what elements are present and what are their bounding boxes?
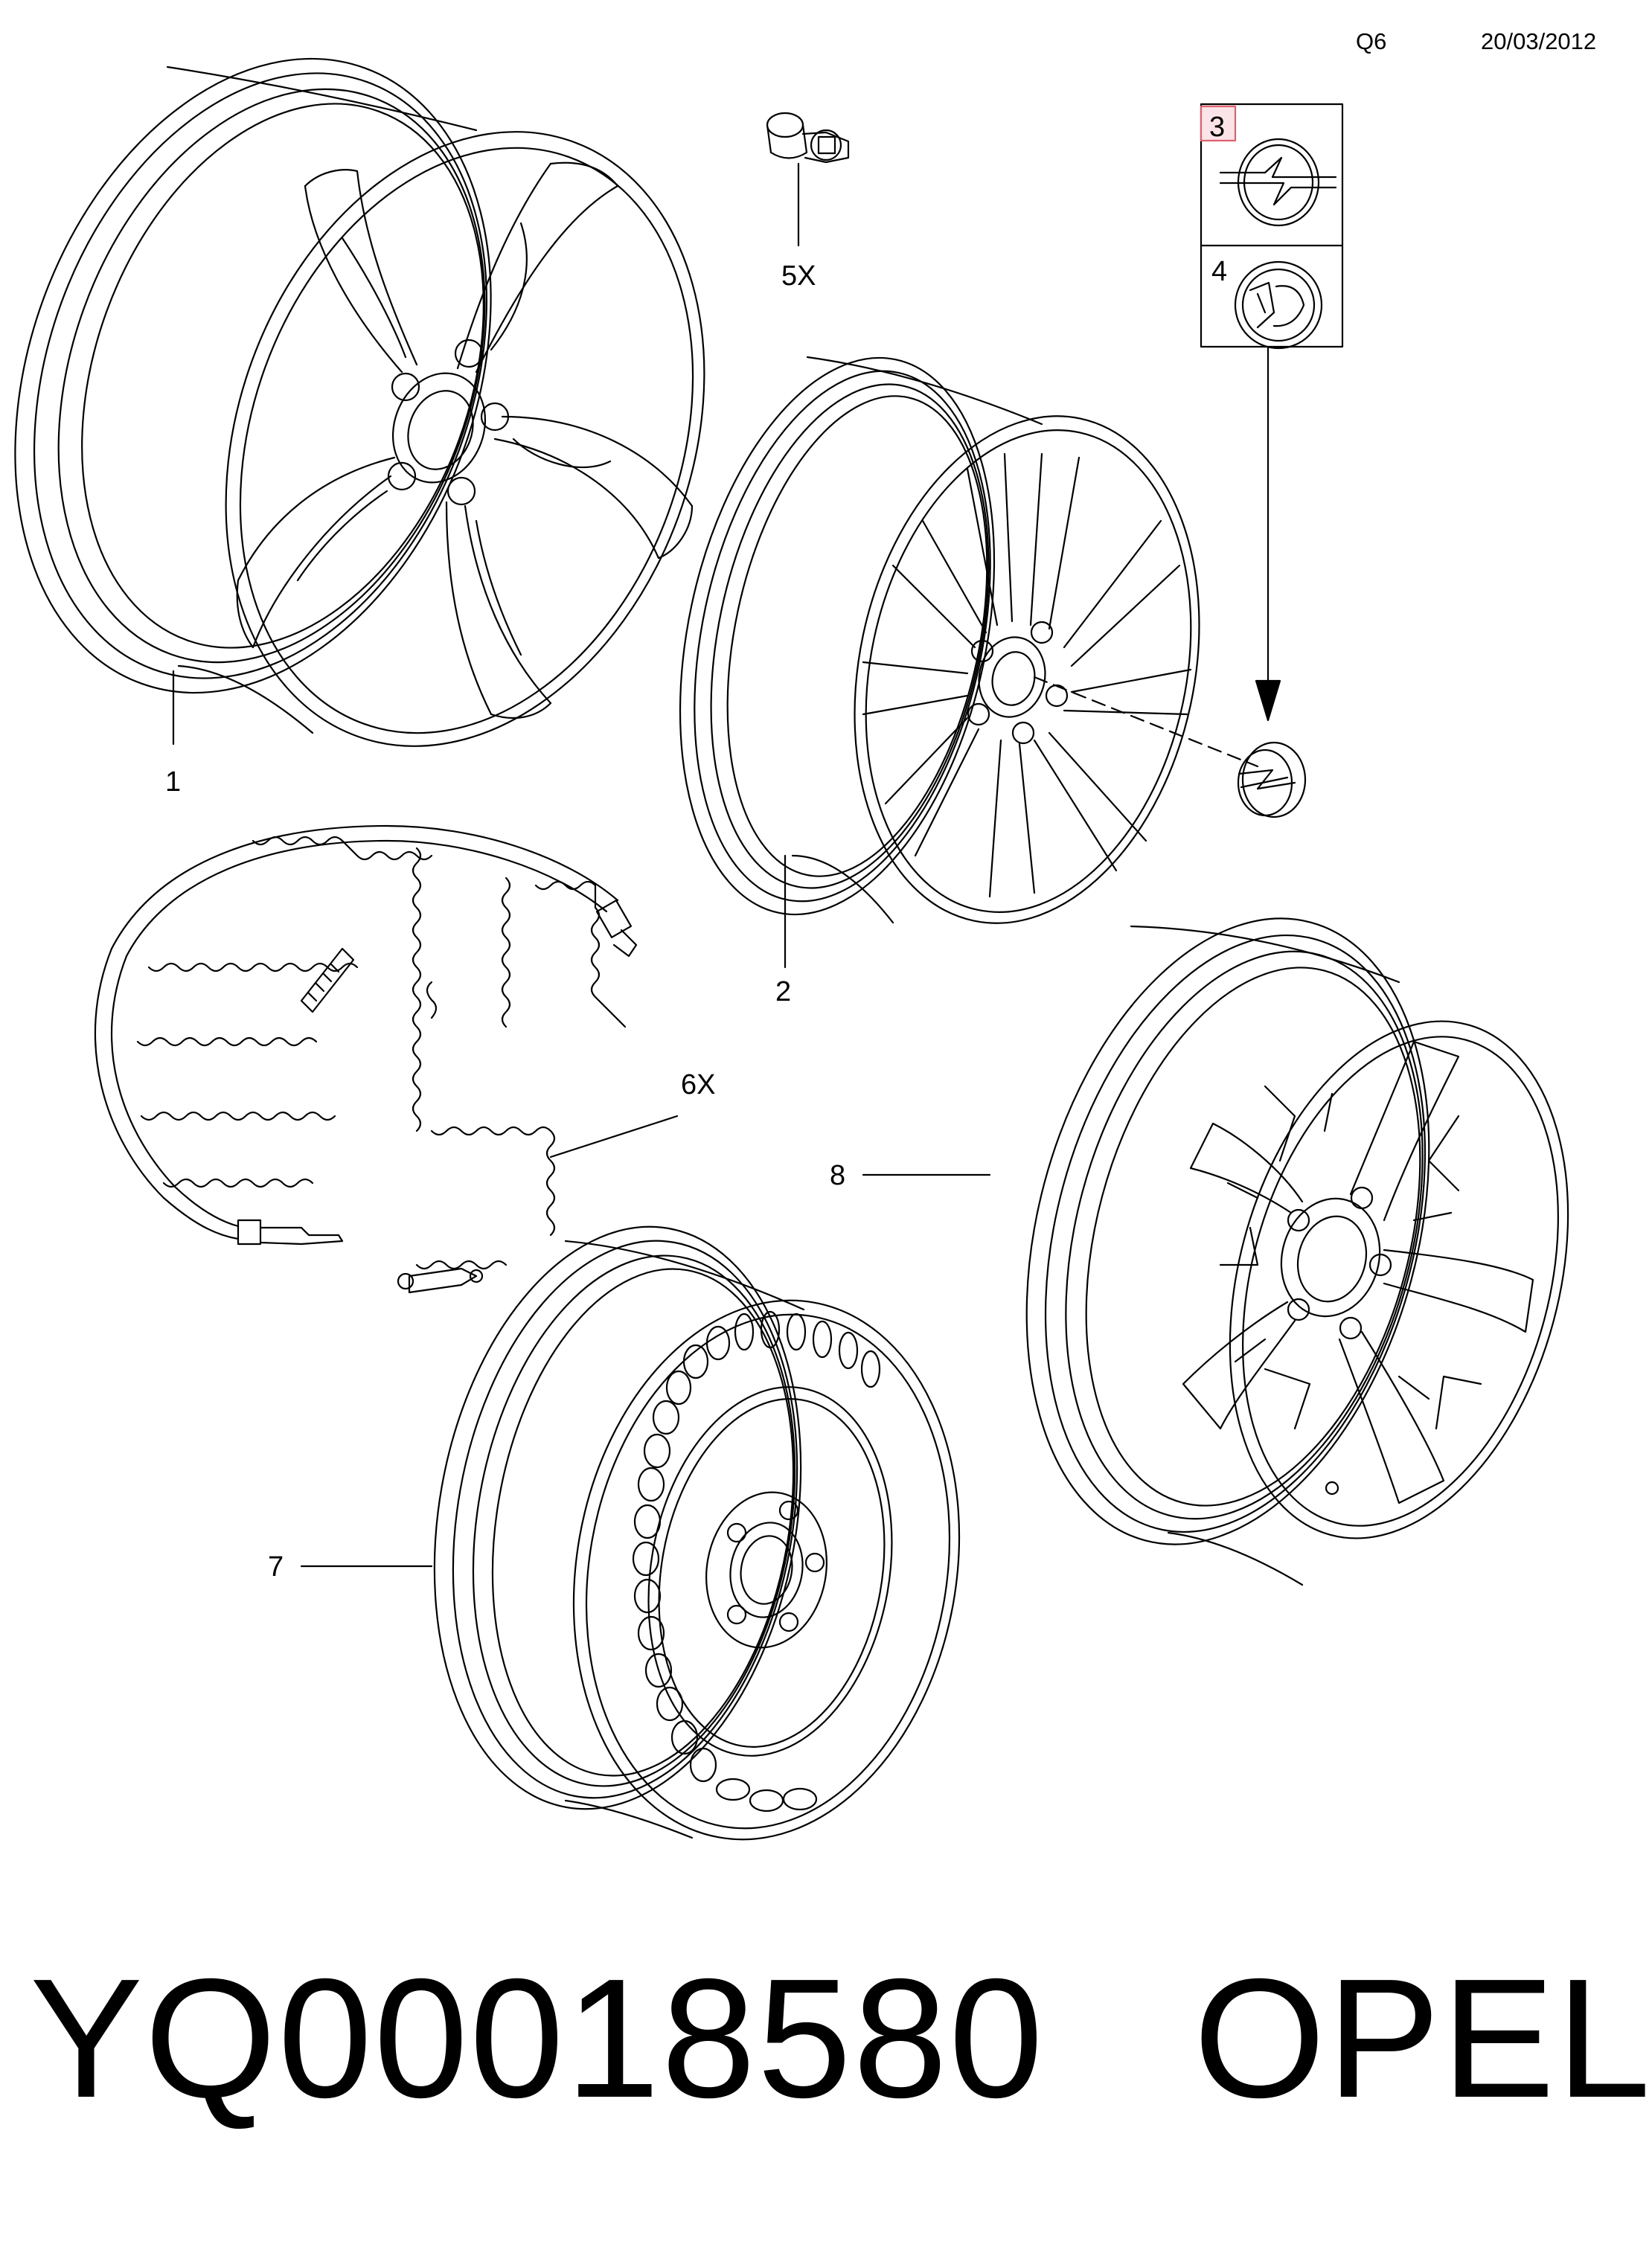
part-8-alloy-wheel[interactable] (863, 874, 1622, 1590)
diagram-code: Q6 (1356, 28, 1387, 54)
part-4-hub-cap[interactable] (1235, 262, 1322, 720)
callout-1: 1 (165, 766, 181, 798)
callout-2: 2 (775, 976, 791, 1007)
callout-4: 4 (1211, 256, 1227, 287)
callout-6: 6X (681, 1069, 715, 1100)
part-7-steel-wheel[interactable] (301, 1197, 1001, 1870)
part-2-alloy-wheel[interactable] (633, 329, 1258, 967)
part-hub-cap-assembled[interactable] (1238, 743, 1305, 817)
callout-7: 7 (268, 1551, 284, 1583)
callout-3: 3 (1209, 112, 1225, 143)
brand-name: OPEL (1193, 1944, 1652, 2133)
part-5-wheel-bolt[interactable] (767, 113, 848, 246)
callout-8: 8 (830, 1160, 845, 1191)
footer-caption: YQ00018580 OPEL (30, 1942, 1651, 2135)
part-3-hub-cap[interactable] (1201, 106, 1336, 225)
diagram-date: 20/03/2012 (1481, 28, 1597, 54)
part-6-snow-chain[interactable] (95, 826, 677, 1292)
part-number: YQ00018580 (30, 1944, 1045, 2133)
part-3-4-inset-box (1201, 104, 1342, 347)
callout-5: 5X (781, 260, 816, 292)
part-1-alloy-wheel[interactable] (0, 0, 787, 814)
